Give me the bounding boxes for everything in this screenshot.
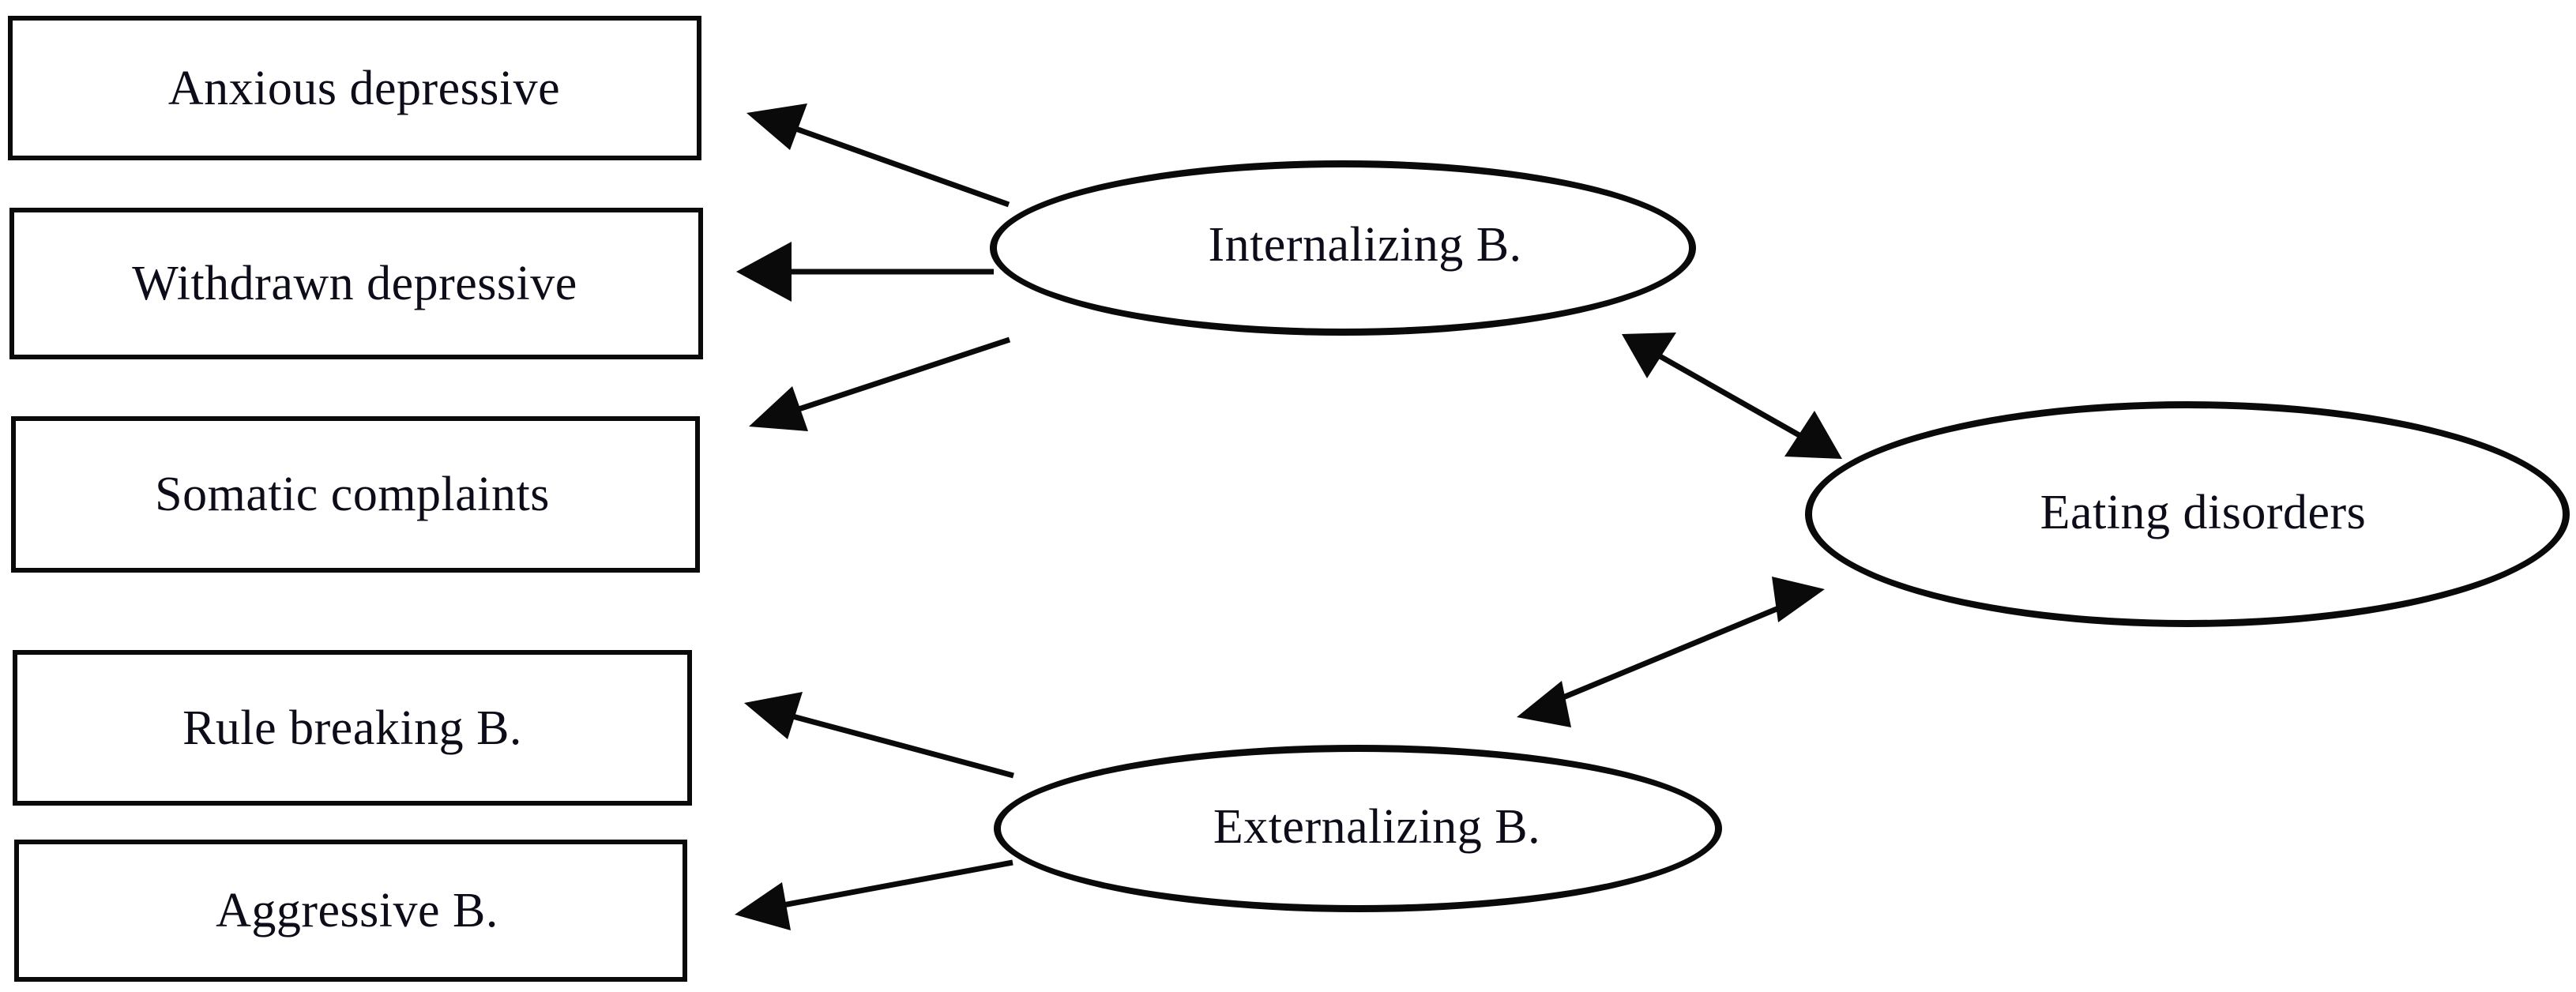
node-internalizing-b[interactable]: Internalizing B.: [990, 160, 1696, 336]
node-label-rule-breaking-b: Rule breaking B.: [182, 701, 522, 755]
node-withdrawn-depressive[interactable]: Withdrawn depressive: [9, 208, 703, 359]
edge-externalizing-to-rule: [744, 692, 1014, 779]
node-label-eating-disorders: Eating disorders: [2040, 486, 2367, 539]
node-rule-breaking-b[interactable]: Rule breaking B.: [13, 650, 692, 806]
edge-internalizing-to-withdrawn: [736, 242, 994, 302]
node-label-internalizing-b: Internalizing B.: [1208, 218, 1522, 272]
node-label-aggressive-b: Aggressive B.: [216, 884, 498, 938]
node-somatic-complaints[interactable]: Somatic complaints: [11, 416, 700, 573]
edge-internalizing-to-somatic: [749, 336, 1011, 431]
edge-externalizing-eating: [1517, 577, 1825, 727]
node-label-withdrawn-depressive: Withdrawn depressive: [132, 257, 577, 310]
node-label-anxious-depressive: Anxious depressive: [167, 61, 561, 115]
edge-internalizing-to-anxious: [746, 103, 1010, 208]
node-externalizing-b[interactable]: Externalizing B.: [994, 745, 1722, 912]
node-label-somatic-complaints: Somatic complaints: [155, 468, 550, 521]
edge-externalizing-to-aggressive: [735, 859, 1013, 930]
node-anxious-depressive[interactable]: Anxious depressive: [8, 16, 701, 160]
node-label-externalizing-b: Externalizing B.: [1213, 800, 1541, 854]
node-eating-disorders[interactable]: Eating disorders: [1805, 401, 2570, 627]
edge-internalizing-eating: [1622, 333, 1842, 459]
node-aggressive-b[interactable]: Aggressive B.: [14, 840, 687, 982]
